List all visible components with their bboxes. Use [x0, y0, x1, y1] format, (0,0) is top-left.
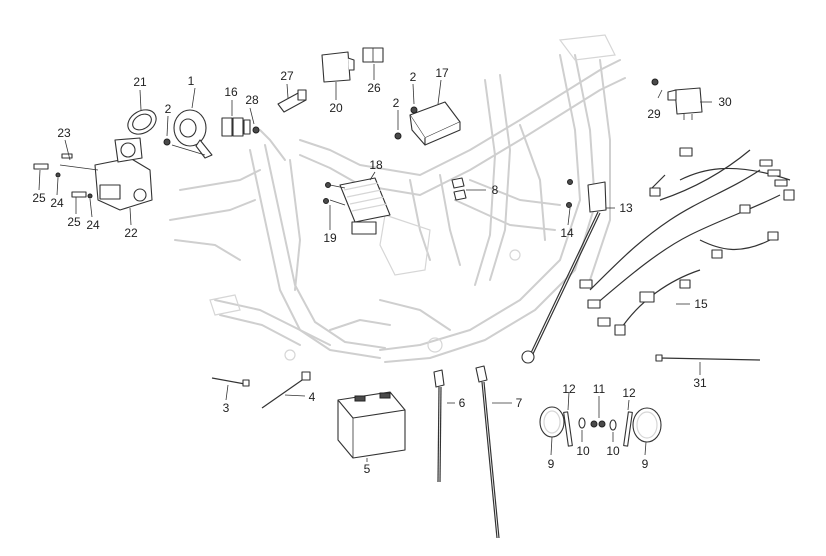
callout-6: 6 [459, 396, 466, 410]
nut-2a [163, 138, 171, 146]
callout-7: 7 [516, 396, 523, 410]
callout-14: 14 [560, 226, 574, 240]
part-10-11-washers-nuts [578, 417, 617, 431]
nut-28 [252, 126, 260, 134]
part-31-strap [655, 354, 761, 362]
callout-13: 13 [619, 201, 633, 215]
callout-18: 18 [369, 158, 383, 172]
callout-8: 8 [492, 183, 499, 197]
callout-3: 3 [223, 401, 230, 415]
part-18-regulator [329, 177, 391, 235]
callout-20: 20 [329, 101, 343, 115]
callout-15: 15 [694, 297, 708, 311]
part-1-horn [171, 109, 213, 159]
callout-24a: 24 [50, 196, 64, 210]
nut-2c [394, 132, 402, 140]
callout-2a: 2 [165, 102, 172, 116]
part-6-cable [433, 369, 445, 483]
part-13-cable [521, 181, 607, 364]
callout-10b: 10 [606, 444, 620, 458]
part-9-reflector-right [632, 407, 662, 443]
part-9-reflector-left [539, 406, 565, 438]
callout-12a: 12 [562, 382, 576, 396]
callout-11: 11 [593, 382, 606, 396]
leader-lines [38, 64, 712, 462]
callout-27: 27 [280, 69, 294, 83]
part-30-flasher [667, 87, 703, 120]
part-7-cable [475, 365, 500, 539]
callout-26: 26 [367, 81, 381, 95]
callout-17: 17 [435, 66, 449, 80]
callout-16: 16 [224, 85, 238, 99]
callout-1: 1 [188, 74, 195, 88]
nut-14a [567, 179, 573, 185]
frame-outline [169, 34, 626, 363]
bolt-19b [323, 198, 329, 204]
nut-2b [410, 106, 418, 114]
callout-24b: 24 [86, 218, 100, 232]
bolt-19a [325, 182, 331, 188]
part-4-tie [261, 371, 311, 409]
part-22-ignition-switch [59, 137, 153, 211]
part-12-bolts [563, 411, 633, 447]
callout-2b: 2 [410, 70, 417, 84]
callout-25b: 25 [67, 215, 81, 229]
callout-21: 21 [133, 75, 147, 89]
part-27-connector [277, 89, 307, 113]
part-20-box [321, 51, 355, 83]
screws-23-25 [33, 153, 93, 199]
callout-29: 29 [647, 107, 661, 121]
part-16-relay [221, 117, 251, 137]
callout-31: 31 [693, 376, 707, 390]
part-21-ring [127, 109, 157, 135]
callout-30: 30 [718, 95, 732, 109]
callout-22: 22 [124, 226, 138, 240]
callout-23: 23 [57, 126, 71, 140]
callout-12b: 12 [622, 386, 636, 400]
callout-10a: 10 [576, 444, 590, 458]
part-3-tie [211, 377, 250, 387]
nut-14b [566, 202, 572, 208]
callout-labels: 1 2 2 2 3 4 5 6 7 8 9 9 10 10 11 12 12 1… [32, 66, 732, 476]
part-5-battery [337, 391, 406, 459]
part-26-clip [362, 47, 384, 63]
part-8-clips [451, 177, 467, 201]
callout-4: 4 [309, 390, 316, 404]
callout-25a: 25 [32, 191, 46, 205]
nut-29 [651, 78, 659, 86]
callout-19: 19 [323, 231, 337, 245]
callout-9b: 9 [642, 457, 649, 471]
part-15-wiring-harness [579, 147, 795, 336]
callout-5: 5 [364, 462, 371, 476]
part-17-control-unit [409, 101, 461, 146]
callout-28: 28 [245, 93, 259, 107]
callout-2c: 2 [393, 96, 400, 110]
callout-9a: 9 [548, 457, 555, 471]
